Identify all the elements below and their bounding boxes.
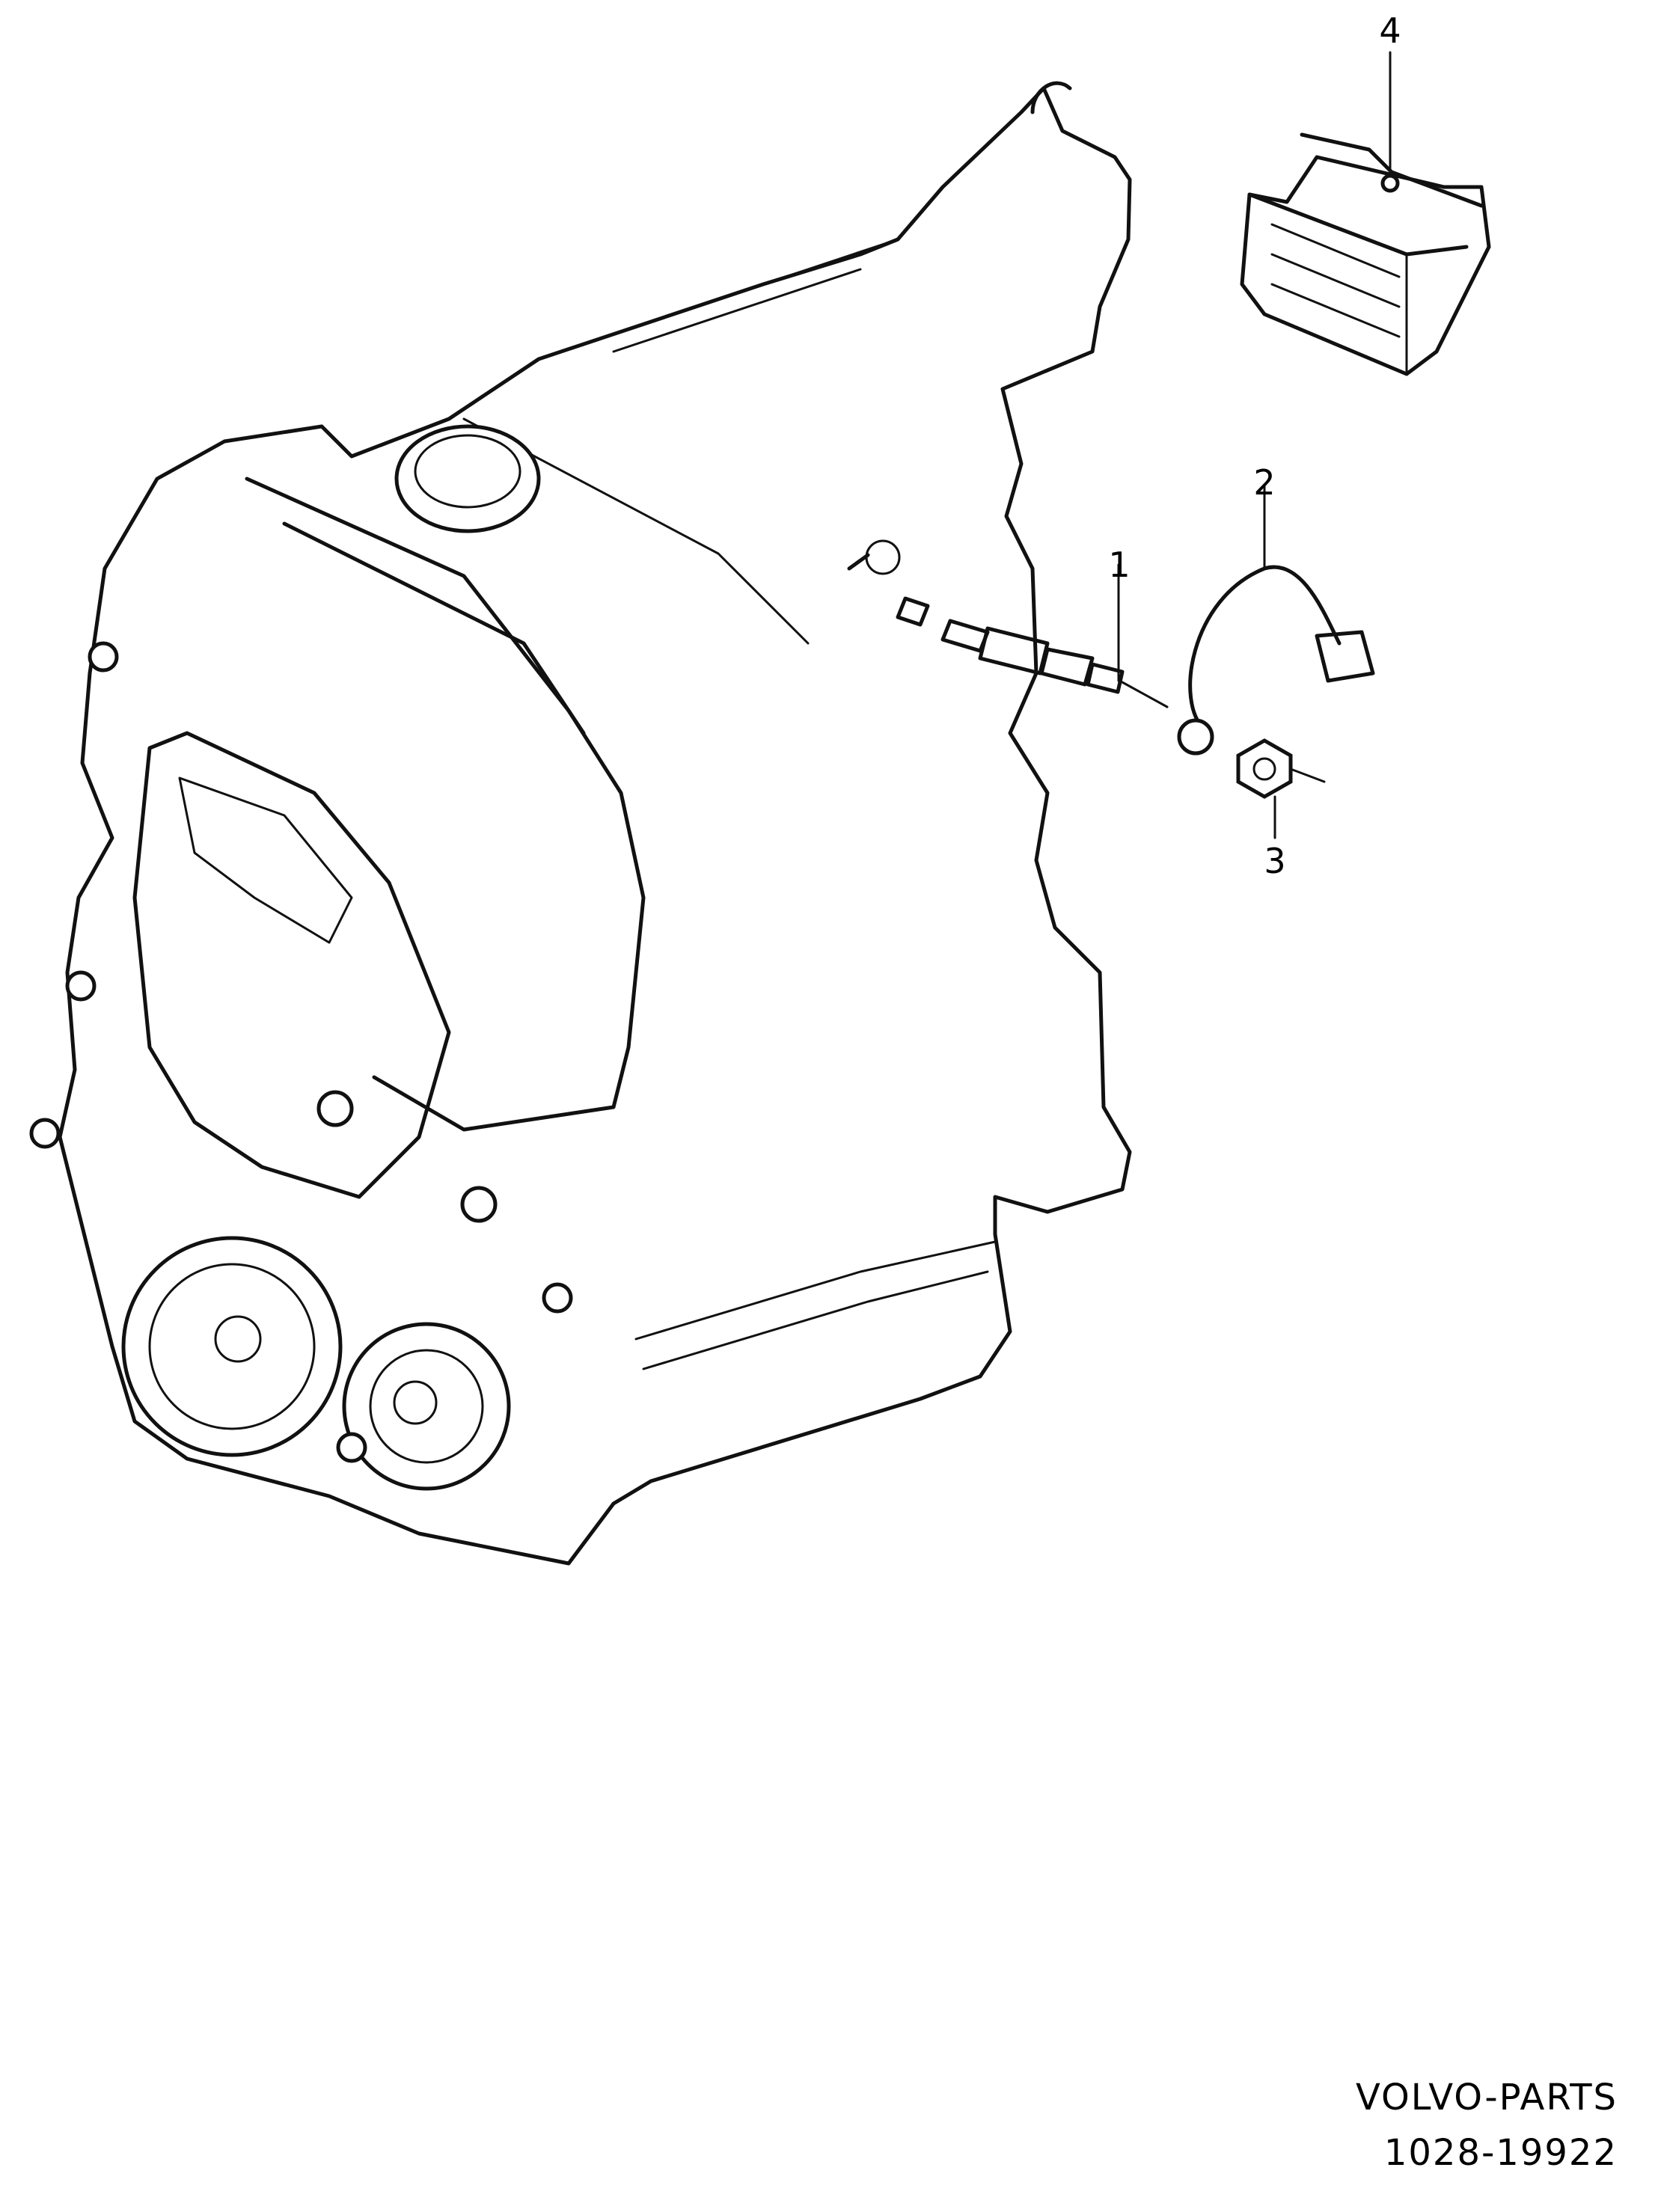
callout-part-2: 2 (1253, 462, 1276, 503)
part-2-cable (1177, 485, 1375, 756)
footer-brand: VOLVO-PARTS (1355, 2077, 1618, 2118)
callout-part-3: 3 (1264, 841, 1286, 881)
engine-assembly (29, 81, 1132, 1566)
part-1-sensor (847, 539, 1169, 708)
part-4-control-module (1240, 51, 1491, 376)
callout-part-1: 1 (1108, 545, 1131, 585)
footer-code: 1028-19922 (1383, 2132, 1618, 2174)
part-3-nut (1236, 738, 1326, 839)
callout-part-4: 4 (1379, 10, 1401, 51)
